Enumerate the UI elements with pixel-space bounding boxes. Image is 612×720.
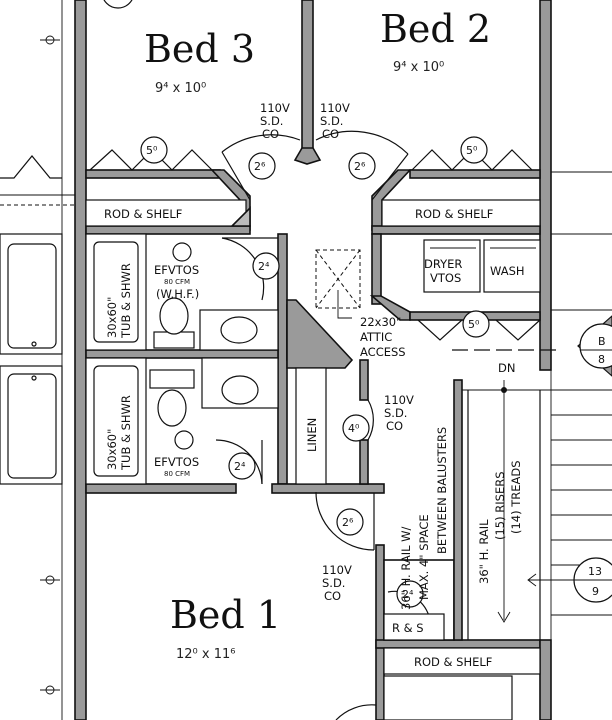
svg-text:110V: 110V — [384, 393, 414, 407]
rail-note-3: BETWEEN BALUSTERS — [435, 427, 449, 554]
upper-fan-whf: (W.H.F.) — [156, 287, 199, 301]
svg-text:CO: CO — [324, 589, 341, 603]
lower-tub-label: TUB & SHWR — [119, 395, 133, 471]
adjacent-unit — [0, 0, 75, 720]
top-tag — [103, 0, 133, 9]
upper-tub-label: TUB & SHWR — [119, 263, 133, 339]
svg-text:2⁶: 2⁶ — [342, 516, 354, 529]
attic-hatch — [315, 249, 361, 319]
closet-shelves — [85, 199, 541, 675]
upper-fan-cfm: 80 CFM — [164, 278, 190, 286]
linen-label: LINEN — [305, 418, 319, 452]
svg-text:110V: 110V — [320, 101, 350, 115]
svg-text:4⁰: 4⁰ — [348, 422, 360, 435]
dryer-label: DRYER — [424, 257, 462, 271]
svg-text:13: 13 — [588, 565, 602, 578]
lower-fan-cfm: 80 CFM — [164, 470, 190, 478]
bed2-name: Bed 2 — [380, 7, 491, 51]
door-tag: 2⁴ — [252, 252, 280, 280]
svg-text:B: B — [598, 335, 606, 348]
bed1-name: Bed 1 — [170, 593, 281, 637]
stair-rail-label: 36" H. RAIL — [477, 519, 491, 584]
rail-note-1: 36" H. RAIL W/ — [399, 526, 413, 610]
treads-label: (14) TREADS — [509, 460, 523, 534]
smoke-detector: 110V S.D. CO — [384, 393, 414, 433]
svg-text:2⁴: 2⁴ — [234, 460, 246, 473]
svg-text:S.D.: S.D. — [320, 114, 343, 128]
smoke-detector: 110V S.D. CO — [322, 563, 352, 603]
svg-text:110V: 110V — [322, 563, 352, 577]
lower-tub-size: 30x60" — [105, 429, 119, 470]
bathroom-lower — [85, 357, 279, 485]
bed2-size: 9⁴ x 10⁰ — [393, 60, 444, 75]
lower-fan-label: EFVTOS — [154, 455, 199, 469]
reach-shelf-label: R & S — [392, 621, 424, 635]
svg-text:S.D.: S.D. — [384, 406, 407, 420]
stairs — [452, 349, 575, 640]
attic-line1: ATTIC — [360, 330, 392, 344]
risers-label: (15) RISERS — [493, 471, 507, 540]
rail-note-2: MAX. 4" SPACE — [417, 514, 431, 600]
svg-text:5⁰: 5⁰ — [466, 144, 478, 157]
bed3-size: 9⁴ x 10⁰ — [155, 81, 206, 96]
bed3-name: Bed 3 — [144, 27, 255, 71]
svg-text:2⁴: 2⁴ — [402, 588, 414, 601]
closet-left-label: ROD & SHELF — [104, 207, 182, 221]
washer-label: WASH — [490, 264, 525, 278]
svg-text:110V: 110V — [260, 101, 290, 115]
door-tag: 2⁴ — [228, 452, 256, 480]
section-marker: B 8 — [577, 315, 612, 377]
svg-text:CO: CO — [262, 127, 279, 141]
door-tag: 5⁰ — [462, 310, 490, 338]
door-tag: 4⁰ — [342, 414, 370, 442]
svg-text:5⁰: 5⁰ — [468, 318, 480, 331]
laundry — [423, 239, 541, 293]
svg-text:CO: CO — [322, 127, 339, 141]
door-tag: 2⁶ — [248, 152, 276, 180]
detail-marker: 13 9 — [573, 557, 612, 603]
door-tag: 5⁰ — [140, 136, 168, 164]
wall-details — [85, 500, 513, 720]
svg-text:8: 8 — [598, 353, 605, 366]
smoke-detector: 110V S.D. CO — [260, 101, 290, 141]
upper-tub-size: 30x60" — [105, 297, 119, 338]
svg-text:CO: CO — [386, 419, 403, 433]
svg-text:5⁰: 5⁰ — [146, 144, 158, 157]
door-tag: 2⁶ — [336, 508, 364, 536]
attic-line2: ACCESS — [360, 345, 406, 359]
svg-text:S.D.: S.D. — [322, 576, 345, 590]
svg-text:2⁴: 2⁴ — [258, 260, 270, 273]
svg-text:2⁶: 2⁶ — [254, 160, 266, 173]
bed1-size: 12⁰ x 11⁶ — [176, 647, 235, 662]
bathroom-upper — [85, 233, 279, 351]
attic-size: 22x30" — [360, 315, 401, 329]
svg-text:9: 9 — [592, 585, 599, 598]
svg-text:2⁶: 2⁶ — [354, 160, 366, 173]
closet-right-label: ROD & SHELF — [415, 207, 493, 221]
door-tag: 5⁰ — [460, 136, 488, 164]
door-tag: 2⁴ — [396, 580, 424, 608]
upper-fan-label: EFVTOS — [154, 263, 199, 277]
stairs-down-label: DN — [498, 361, 515, 375]
svg-text:S.D.: S.D. — [260, 114, 283, 128]
dryer-vent-label: VTOS — [430, 271, 461, 285]
smoke-detector: 110V S.D. CO — [320, 101, 350, 141]
closet-bottom-label: ROD & SHELF — [414, 655, 492, 669]
door-tag: 2⁶ — [348, 152, 376, 180]
